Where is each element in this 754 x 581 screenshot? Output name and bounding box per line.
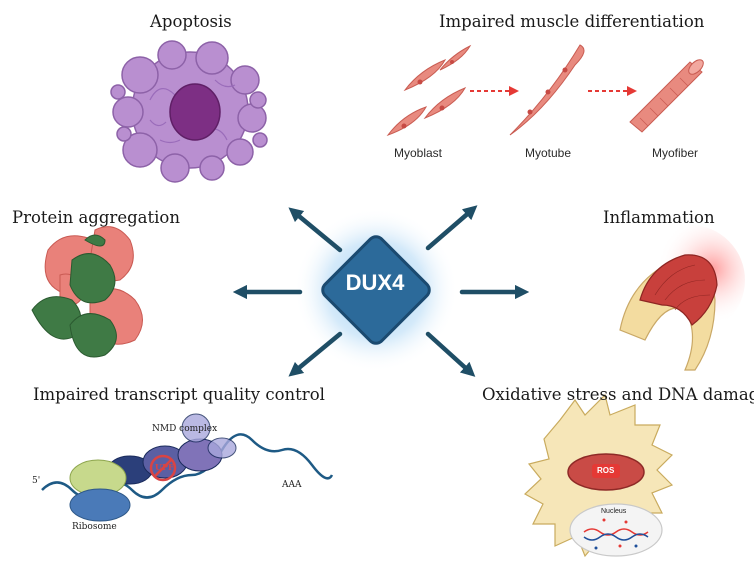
- dux4-label: DUX4: [345, 270, 405, 295]
- apoptosis-label: Apoptosis: [150, 12, 232, 31]
- five-prime-label: 5': [32, 476, 41, 486]
- ribosome-label: Ribosome: [72, 522, 117, 532]
- inflammation-label: Inflammation: [603, 208, 715, 227]
- dux4-center: [294, 208, 458, 372]
- nucleus-label: Nucleus: [601, 508, 627, 515]
- arrow-muscle: [425, 205, 478, 251]
- nmd-complex-label: NMD complex: [152, 424, 218, 434]
- dux4-diamond: [321, 235, 431, 345]
- polya-label: AAA: [282, 480, 302, 490]
- myotube-label: Myotube: [525, 146, 572, 160]
- arrow-apoptosis: [288, 207, 343, 253]
- arrows: [232, 205, 530, 377]
- transcript-quality-label: Impaired transcript quality control: [33, 385, 325, 404]
- ros-label: ROS: [597, 466, 615, 475]
- protein-aggregation-label: Protein aggregation: [12, 208, 180, 227]
- myoblast-label: Myoblast: [394, 146, 443, 160]
- nmd-illustration: [41, 413, 334, 522]
- muscle-differentiation-illustration: [386, 44, 704, 137]
- myofiber-label: Myofiber: [652, 146, 699, 160]
- upf-label: UPF: [155, 462, 174, 472]
- oxidative-cell-illustration: [523, 393, 674, 558]
- arrow-oxidative: [425, 331, 476, 377]
- apoptosis-cell-illustration: [110, 40, 268, 183]
- ros-box: [592, 464, 620, 478]
- arrow-transcript: [288, 331, 343, 377]
- inflammation-illustration: [619, 225, 745, 371]
- muscle-differentiation-label: Impaired muscle differentiation: [439, 12, 705, 31]
- oxidative-stress-label: Oxidative stress and DNA damage: [482, 385, 754, 404]
- nmd-complex: [107, 413, 237, 485]
- ribosome-shape: [69, 459, 131, 522]
- protein-aggregation-illustration: [31, 226, 143, 358]
